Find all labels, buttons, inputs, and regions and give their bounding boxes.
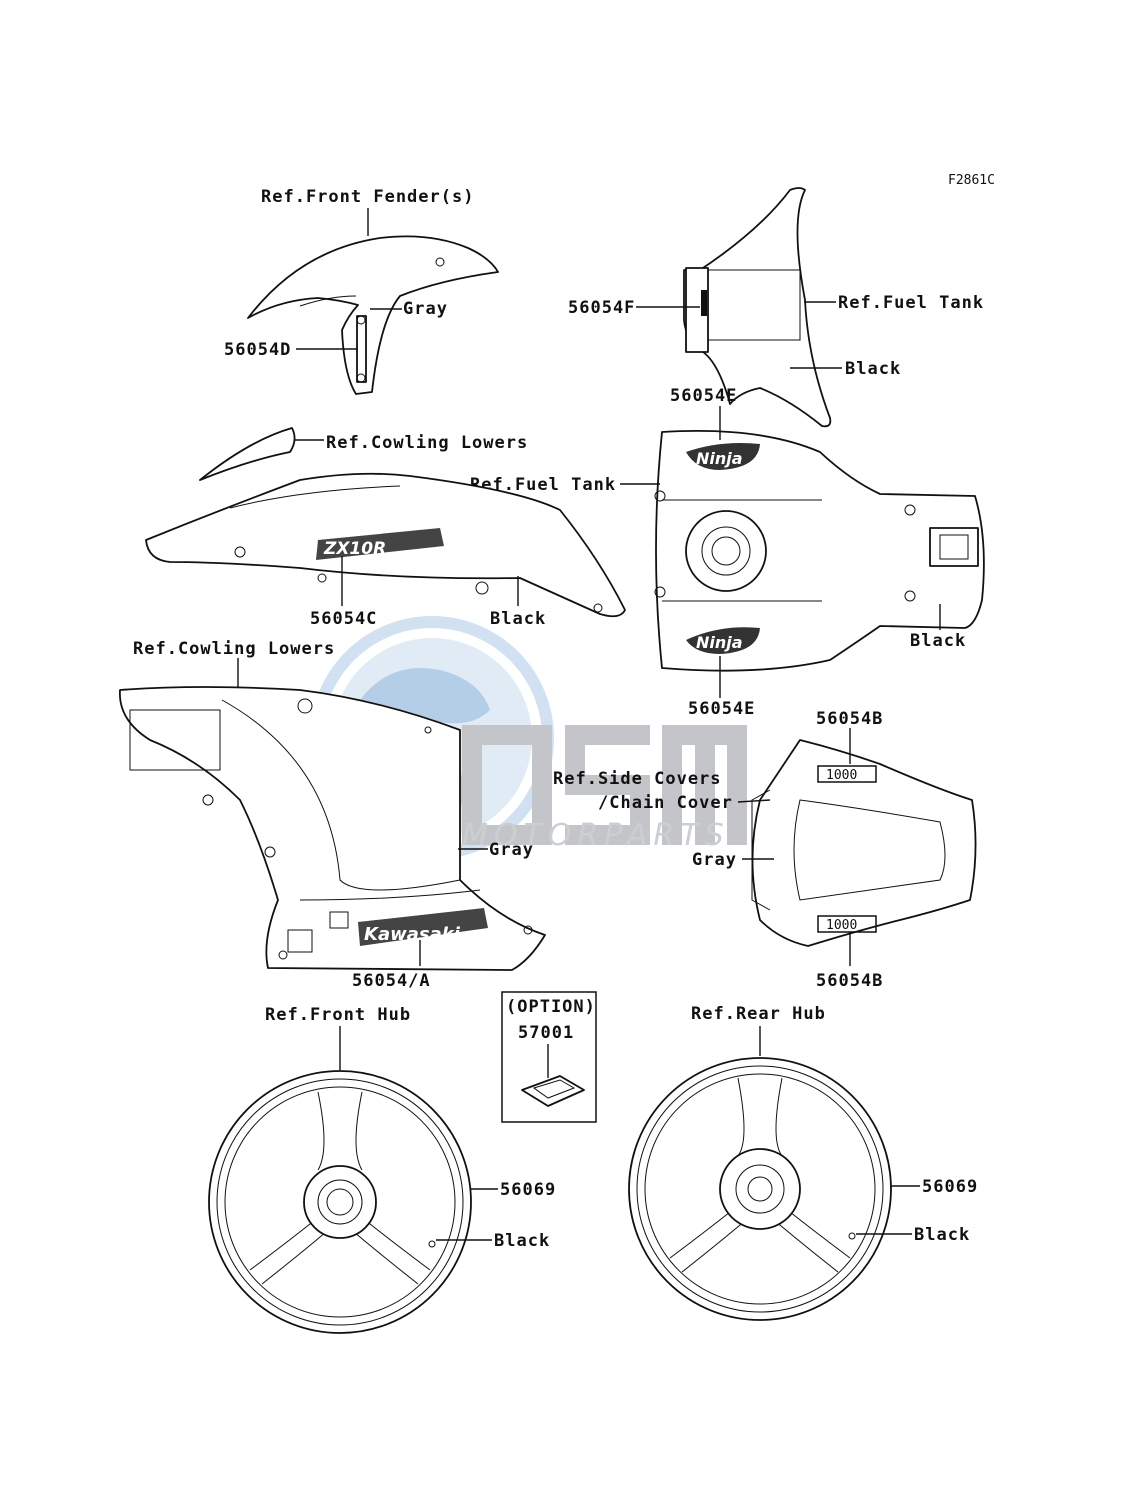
label-56069-front: 56069 <box>500 1180 556 1200</box>
label-56054E-top: 56054E <box>670 386 737 406</box>
ninja-decal-bottom: Ninja <box>686 627 760 654</box>
svg-text:Ninja: Ninja <box>696 449 743 468</box>
label-option: (OPTION) <box>506 997 596 1017</box>
label-gray-cowling: Gray <box>489 840 534 860</box>
label-ref-front-hub: Ref.Front Hub <box>265 1005 411 1025</box>
option-box: (OPTION) 57001 <box>501 991 597 1123</box>
label-black-cowling: Black <box>490 609 546 629</box>
tail-decal-bottom: 1000 <box>817 915 877 933</box>
label-black-rear-wheel: Black <box>914 1225 970 1245</box>
watermark-subtitle: MOTORPARTS <box>462 818 730 853</box>
label-chain-cover: /Chain Cover <box>598 793 733 813</box>
tool-icon <box>521 1075 585 1107</box>
fender-decal-56054D <box>356 315 367 383</box>
label-57001: 57001 <box>518 1023 574 1043</box>
label-gray-fender: Gray <box>403 299 448 319</box>
label-ref-fuel-tank: Ref.Fuel Tank <box>470 475 616 495</box>
label-black-front-wheel: Black <box>494 1231 550 1251</box>
fuel-tank-cover-part <box>683 187 832 428</box>
label-ref-side-covers: Ref.Side Covers <box>553 769 722 789</box>
svg-text:Ninja: Ninja <box>696 633 743 652</box>
rear-wheel-part <box>628 1057 892 1321</box>
ninja-decal-top: Ninja <box>686 443 760 470</box>
svg-text:1000: 1000 <box>826 918 857 933</box>
fuel-tank-part: Ninja Ninja <box>654 430 985 672</box>
label-56054C: 56054C <box>310 609 377 629</box>
fuel-cap-icon <box>685 510 767 592</box>
svg-text:1000: 1000 <box>826 768 857 783</box>
label-56054E-bottom: 56054E <box>688 699 755 719</box>
svg-text:ZX10R: ZX10R <box>323 539 386 559</box>
zx10r-decal: ZX10R <box>316 528 444 560</box>
label-ref-rear-hub: Ref.Rear Hub <box>691 1004 826 1024</box>
label-ref-cowling-lowers-1: Ref.Cowling Lowers <box>326 433 528 453</box>
label-ref-cowling-lowers-2: Ref.Cowling Lowers <box>133 639 335 659</box>
tail-decal-top: 1000 <box>817 765 877 783</box>
svg-text:Kawasaki: Kawasaki <box>364 924 461 945</box>
label-black-tank: Black <box>910 631 966 651</box>
label-ref-fuel-tank-top: Ref.Fuel Tank <box>838 293 984 313</box>
front-fender-part <box>247 235 499 395</box>
label-black-tank-top: Black <box>845 359 901 379</box>
label-ref-front-fender: Ref.Front Fender(s) <box>261 187 474 207</box>
tank-decal-56054F <box>701 290 707 316</box>
lower-cowling-part: Kawasaki <box>119 686 546 971</box>
label-56054B-bottom: 56054B <box>816 971 883 991</box>
label-56054A: 56054/A <box>352 971 431 991</box>
watermark-letters <box>462 725 747 845</box>
front-wheel-part <box>208 1070 472 1334</box>
tail-cowl-part: 1000 1000 <box>751 739 977 947</box>
label-gray-side: Gray <box>692 850 737 870</box>
figure-code: F2861C <box>948 173 995 188</box>
label-56069-rear: 56069 <box>922 1177 978 1197</box>
label-56054F: 56054F <box>568 298 635 318</box>
label-56054B-top: 56054B <box>816 709 883 729</box>
kawasaki-decal: Kawasaki <box>358 908 488 946</box>
upper-cowling-part: ZX10R <box>145 427 626 618</box>
label-56054D: 56054D <box>224 340 291 360</box>
